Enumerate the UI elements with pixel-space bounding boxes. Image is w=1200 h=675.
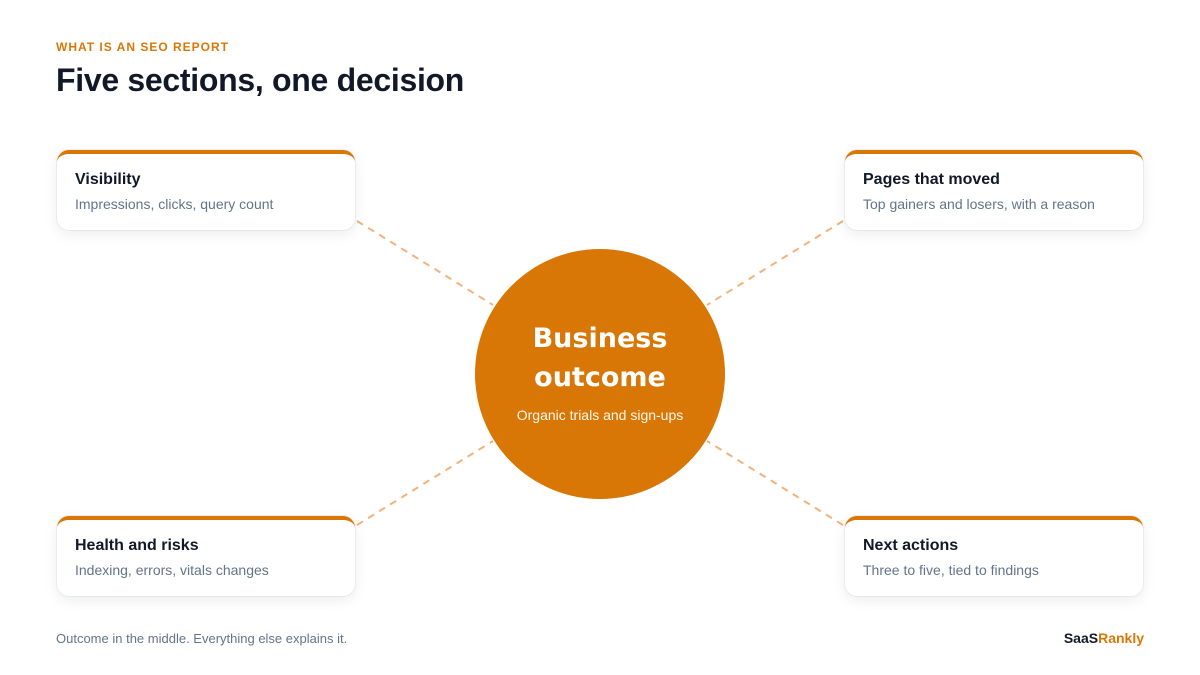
connector-top-left — [356, 220, 494, 306]
card-description: Three to five, tied to findings — [863, 562, 1039, 578]
card-pages-that-moved: Pages that moved Top gainers and losers,… — [845, 150, 1143, 230]
connector-bottom-left — [356, 440, 494, 526]
card-visibility: Visibility Impressions, clicks, query co… — [57, 150, 355, 230]
hub-title: Business outcome — [532, 323, 668, 393]
card-title: Visibility — [75, 171, 141, 188]
card-description: Indexing, errors, vitals changes — [75, 562, 269, 578]
card-description: Top gainers and losers, with a reason — [863, 196, 1095, 212]
brand-logo: SaaSRankly — [1064, 630, 1144, 646]
business-outcome-hub: Business outcome Organic trials and sign… — [475, 249, 725, 499]
hub-subtitle: Organic trials and sign-ups — [516, 407, 684, 423]
brand-part-2: Rankly — [1098, 630, 1144, 646]
card-title: Health and risks — [75, 537, 199, 554]
connector-top-right — [706, 220, 844, 306]
eyebrow-label: WHAT IS AN SEO REPORT — [56, 40, 230, 54]
card-title: Next actions — [863, 537, 959, 554]
footer-note: Outcome in the middle. Everything else e… — [56, 631, 348, 646]
card-next-actions: Next actions Three to five, tied to find… — [845, 516, 1143, 596]
card-health-and-risks: Health and risks Indexing, errors, vital… — [57, 516, 355, 596]
card-description: Impressions, clicks, query count — [75, 196, 274, 212]
page-title: Five sections, one decision — [56, 62, 465, 98]
connector-bottom-right — [706, 440, 844, 526]
card-title: Pages that moved — [863, 171, 1000, 188]
brand-part-1: SaaS — [1063, 630, 1099, 646]
